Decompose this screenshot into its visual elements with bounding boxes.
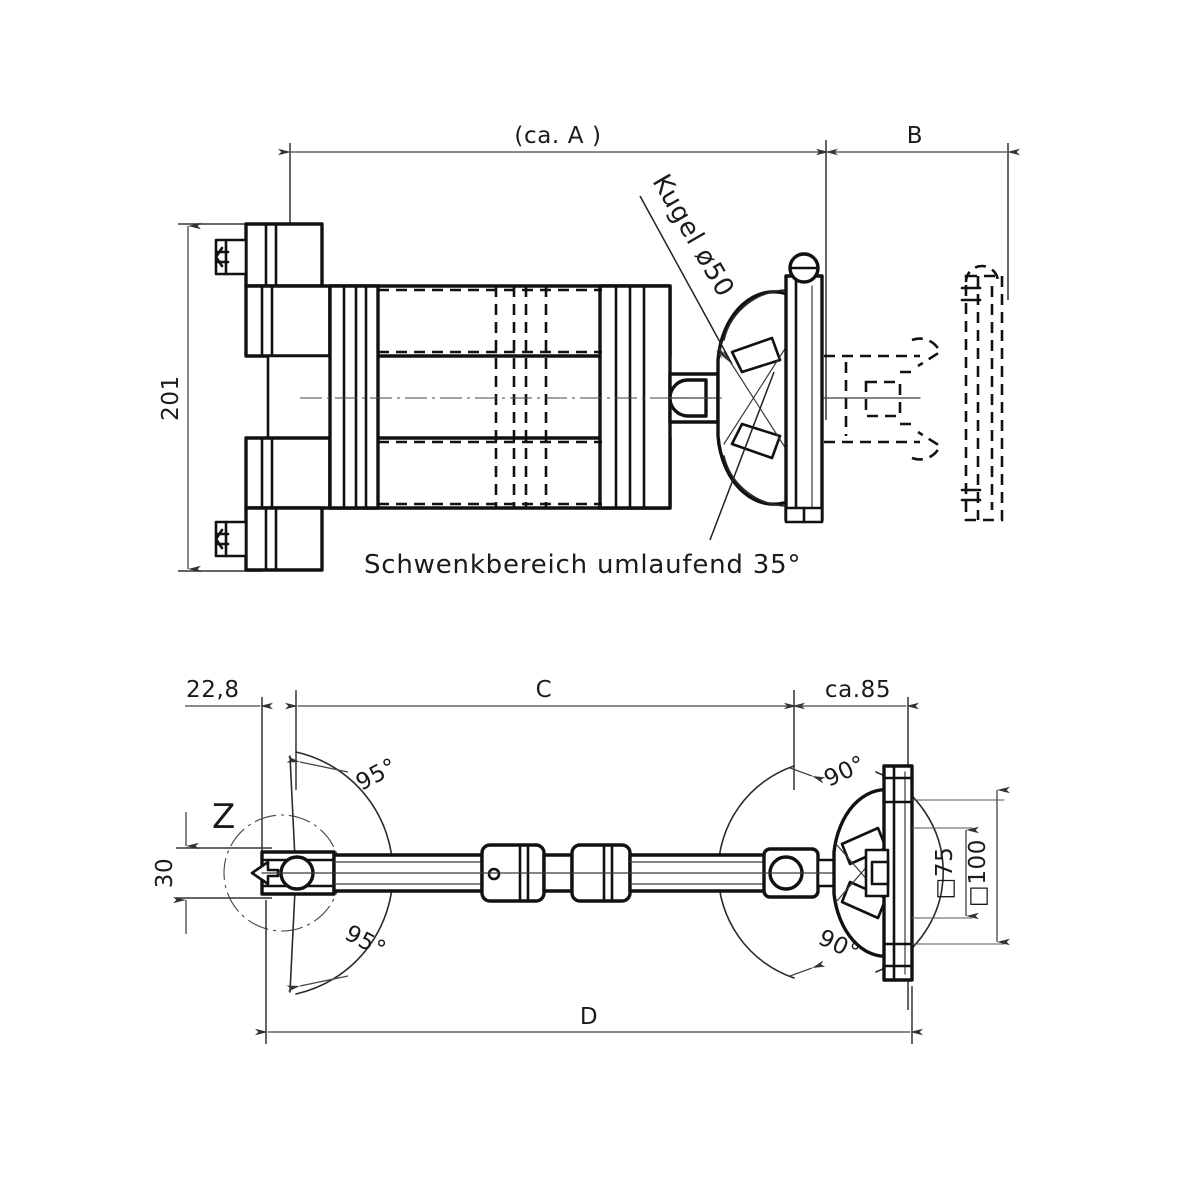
vesa-plate-plan-hub-inner (870, 860, 890, 886)
top-view: (ca. A ) B 201 (158, 123, 1020, 580)
upper-clamp-block (244, 222, 324, 288)
lower-clamp-arrowform (214, 528, 224, 550)
hidden-linkage-tabs (900, 370, 916, 426)
arm-tube-plan (332, 843, 841, 903)
schwenkbereich-label: Schwenkbereich umlaufend 35° (364, 550, 801, 580)
vesa-plate-rear-knob (964, 264, 1000, 283)
top-dim-201: 201 (158, 222, 262, 573)
kugel-leader-line (639, 195, 733, 365)
vesa-plate-rear-edges (960, 286, 982, 502)
vesa-plate-plan-ribs (882, 776, 914, 968)
ball-dome-cross-2 (723, 343, 789, 445)
lower-bracket-body (244, 436, 332, 510)
ball-dome-arc-bottom (723, 455, 791, 507)
ball-dome-cross-1 (723, 351, 789, 453)
vesa-plate-front (784, 252, 824, 524)
dim-label-ca85: ca.85 (825, 677, 891, 703)
upper-clamp-arrowform (214, 246, 224, 268)
dim-label-c: C (536, 677, 553, 703)
swing-arc-90-arrow-top (789, 767, 826, 784)
dim-label-d: D (580, 1004, 598, 1030)
dim-label-b: B (907, 123, 923, 149)
arm-right-collar (598, 284, 672, 510)
hidden-linkage-hook-top (911, 337, 942, 368)
upper-bracket-body (244, 284, 332, 358)
ball-dome-outline (716, 290, 794, 506)
bottom-dimension-row: 22,8 C ca.85 (185, 677, 919, 1010)
ball-dome-arc-top (723, 289, 791, 341)
hidden-tilt-linkage (823, 337, 942, 461)
dim-label-vesa-75: □75 (932, 847, 958, 900)
vesa-dimensions: □75 □100 (911, 786, 1010, 946)
vesa-plate-rear-hidden (960, 264, 1004, 522)
lower-clamp-tab (214, 520, 248, 558)
schwenkbereich-leader: Schwenkbereich umlaufend 35° (364, 371, 801, 580)
swing-arc-90-arrow-bottom (789, 960, 826, 977)
dim-label-228: 22,8 (186, 677, 240, 703)
bracket-web (266, 354, 332, 440)
ball-dome-vane-bottom (730, 422, 782, 460)
hidden-midsection-cluster (494, 286, 548, 508)
arm-left-collar (328, 284, 380, 510)
dim-label-201: 201 (158, 375, 184, 421)
lower-clamp-block (244, 506, 324, 572)
hidden-linkage-box (864, 380, 902, 418)
ball-dome-vane-top (730, 336, 782, 374)
main-arm-top-view (328, 284, 672, 510)
wall-bracket-assembly (214, 222, 332, 572)
swing-arc-95-arrow-bottom (286, 975, 349, 992)
schwenk-leader-line (709, 371, 775, 541)
hidden-linkage-hook-bottom (911, 430, 942, 461)
vesa-plate-rear-body (964, 274, 1004, 522)
kugel-leader-arrow (716, 346, 732, 364)
upper-clamp-tab (214, 238, 248, 276)
wall-pivot-plan (250, 850, 336, 896)
arm-joint-collar-1-hole (487, 867, 501, 881)
vesa-plate-plan (864, 764, 914, 982)
bottom-dim-30: 30 (152, 812, 272, 934)
top-dimension-row: (ca. A ) B (278, 123, 1020, 420)
detail-z-label: Z (212, 797, 235, 837)
ball-joint-dome (716, 289, 794, 507)
dim-label-vesa-100: □100 (965, 839, 991, 907)
dim-label-30: 30 (152, 858, 178, 888)
swing-arc-95-arrow-top (286, 756, 349, 773)
bottom-view: 22,8 C ca.85 30 Z 95° 95° (152, 677, 1010, 1044)
dim-label-a: (ca. A ) (514, 123, 601, 149)
vesa-plate-body (784, 274, 824, 522)
bottom-dim-d: D (255, 900, 923, 1044)
